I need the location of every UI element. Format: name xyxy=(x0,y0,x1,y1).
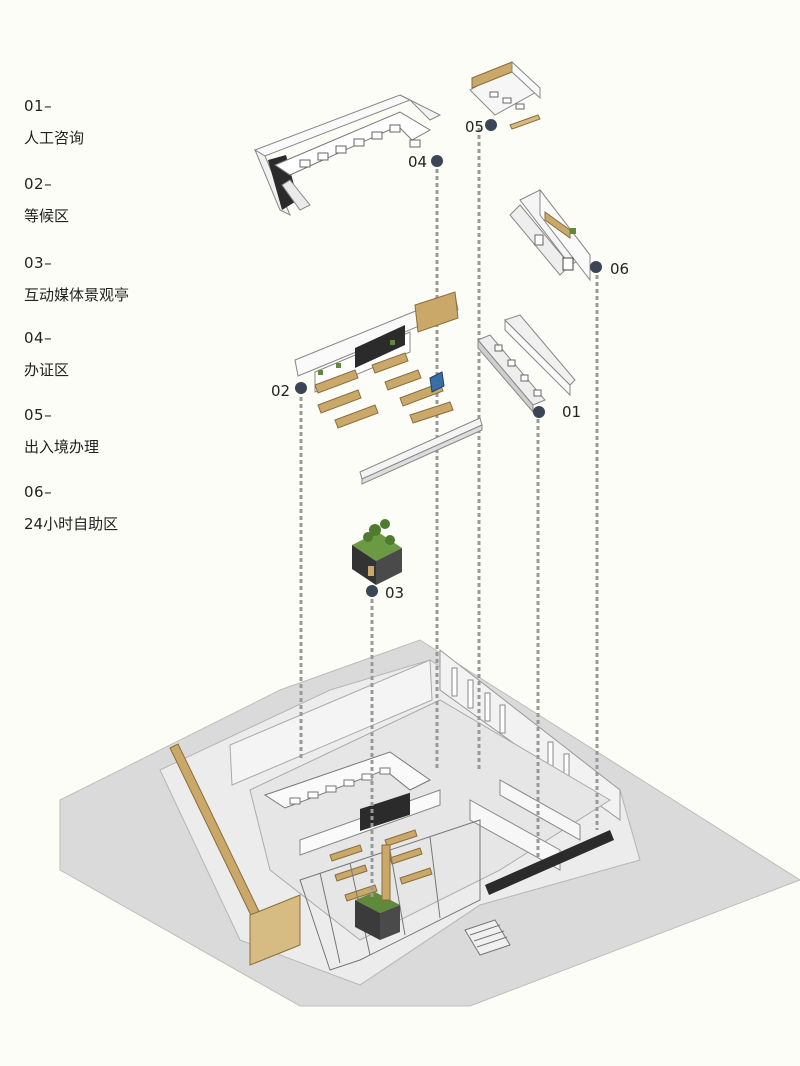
rear-wall xyxy=(229,659,433,786)
marker-dot xyxy=(366,585,378,597)
legend-label: 互动媒体景观亭 xyxy=(24,286,130,304)
legend-number: 03– xyxy=(24,254,53,272)
marker-03: 03 xyxy=(366,584,404,602)
wood-screen-front xyxy=(249,894,301,966)
module-05 xyxy=(469,60,541,130)
kiosks-base xyxy=(469,779,581,871)
glass-facade xyxy=(299,819,481,971)
marker-06: 06 xyxy=(590,260,629,278)
marker-dot xyxy=(431,155,443,167)
marker-dot xyxy=(590,261,602,273)
legend-number: 06– xyxy=(24,483,53,501)
marker-label: 02 xyxy=(271,382,290,400)
marker-05: 05 xyxy=(465,118,497,136)
module-02-waiting xyxy=(294,291,483,485)
desks-base xyxy=(289,767,391,805)
building-base xyxy=(59,639,800,1007)
projection-lines xyxy=(299,128,599,900)
legend-label: 办证区 xyxy=(24,361,70,379)
legend-label: 等候区 xyxy=(24,207,70,225)
legend-label: 24小时自助区 xyxy=(24,515,119,533)
marker-dot xyxy=(485,119,497,131)
legend-item-02: 02– 等候区 xyxy=(24,175,224,226)
marker-label: 04 xyxy=(408,153,427,171)
legend-number: 05– xyxy=(24,406,53,424)
legend-number: 02– xyxy=(24,175,53,193)
module-01-consultation xyxy=(477,314,576,414)
legend-label: 人工咨询 xyxy=(24,129,85,147)
legend-item-03: 03– 互动媒体景观亭 xyxy=(24,254,224,305)
marker-dot xyxy=(533,406,545,418)
marker-02: 02 xyxy=(271,382,307,400)
right-wall-windows xyxy=(451,667,570,783)
module-04-counter xyxy=(253,94,442,217)
dark-bench-base xyxy=(485,830,614,895)
marker-label: 06 xyxy=(610,260,629,278)
legend-number: 04– xyxy=(24,329,53,347)
pavilion-base xyxy=(355,892,400,940)
legend-item-04: 04– 办证区 xyxy=(24,329,224,380)
stairs xyxy=(464,919,511,956)
marker-label: 03 xyxy=(385,584,404,602)
marker-dot xyxy=(295,382,307,394)
legend-item-05: 05– 出入境办理 xyxy=(24,406,224,457)
legend: 01– 人工咨询 02– 等候区 03– 互动媒体景观亭 04– 办证区 05–… xyxy=(0,0,240,560)
module-03-pavilion xyxy=(352,519,402,585)
column-base xyxy=(381,844,391,901)
marker-label: 01 xyxy=(562,403,581,421)
legend-number: 01– xyxy=(24,97,53,115)
blackboard-base xyxy=(360,792,410,832)
legend-item-06: 06– 24小时自助区 xyxy=(24,483,224,534)
marker-label: 05 xyxy=(465,118,484,136)
marker-01: 01 xyxy=(533,403,581,421)
legend-item-01: 01– 人工咨询 xyxy=(24,97,224,148)
benches-base xyxy=(329,829,433,902)
marker-04: 04 xyxy=(408,153,443,171)
module-06-self-service xyxy=(509,188,591,282)
legend-label: 出入境办理 xyxy=(24,438,100,456)
